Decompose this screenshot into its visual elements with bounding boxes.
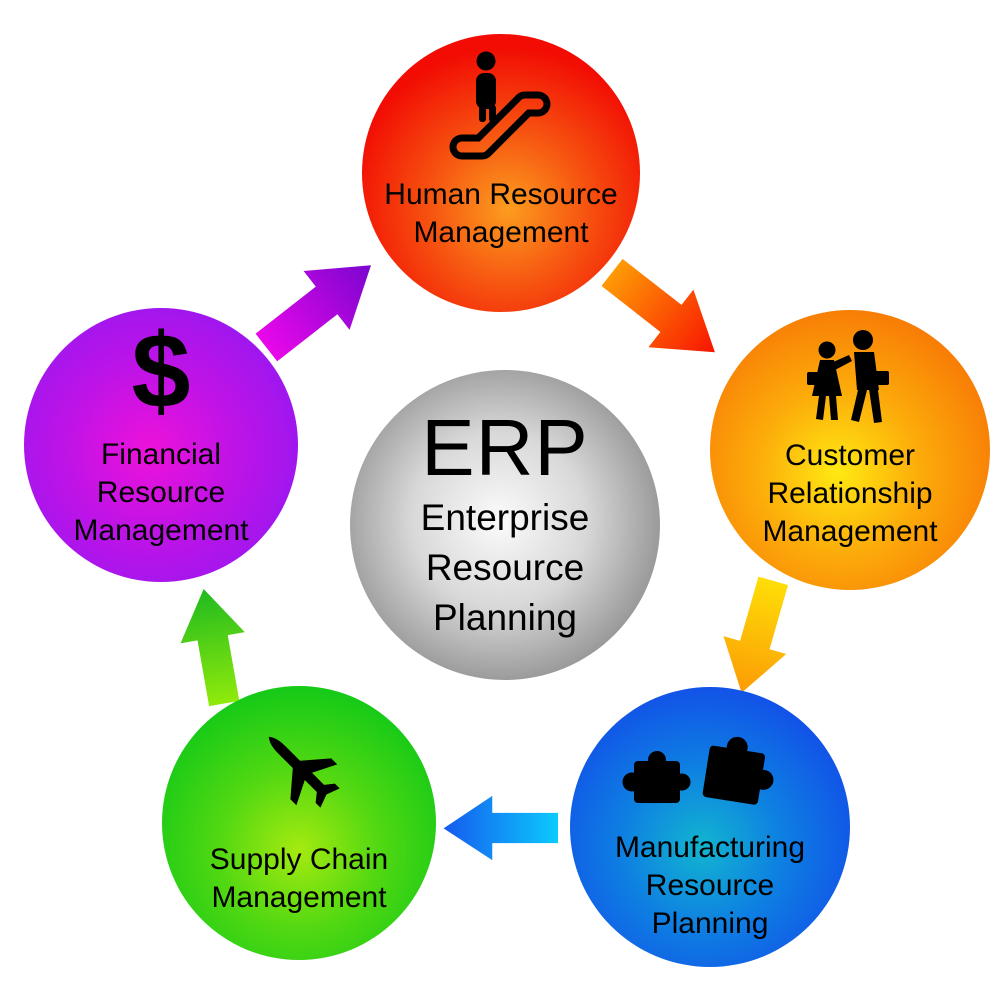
label-line: Resource (96, 476, 226, 509)
walking-customers-icon (807, 330, 889, 423)
center-line: Resource (425, 547, 585, 588)
center-line: Enterprise (420, 497, 590, 538)
label-line: Management (413, 216, 589, 249)
arrow-hrm-to-crm (601, 258, 715, 353)
label-line: Resource (645, 869, 775, 902)
node-label-frm: Financial Resource Management (24, 436, 298, 550)
arrow-scm-to-frm (180, 589, 245, 707)
arrow-mrp-to-scm (443, 795, 558, 861)
arrow-shape (255, 265, 371, 362)
circle-frm (24, 308, 298, 582)
label-line: Management (211, 881, 387, 914)
node-label-crm: Customer Relationship Management (710, 437, 990, 551)
node-label-mrp: Manufacturing Resource Planning (570, 829, 850, 943)
node-label-hrm: Human Resource Management (362, 176, 640, 252)
puzzle-pieces-icon (622, 736, 774, 805)
label-line: Manufacturing (614, 831, 806, 864)
node-circle-scm (162, 686, 436, 960)
label-line: Customer (784, 439, 916, 472)
node-circle-mrp (570, 687, 850, 967)
label-line: Relationship (767, 477, 933, 510)
circle-scm (162, 686, 436, 960)
circle-crm (710, 310, 990, 590)
circle-erp (350, 370, 660, 680)
node-label-scm: Supply Chain Management (162, 841, 436, 917)
circle-mrp (570, 687, 850, 967)
node-circle-frm (24, 308, 298, 582)
escalator-person-icon (449, 51, 551, 160)
label-line: Management (762, 515, 938, 548)
arrow-shape (180, 589, 245, 707)
label-line: Management (73, 514, 249, 547)
label-line: Human Resource (384, 178, 618, 211)
center-node-text: ERP Enterprise Resource Planning (350, 403, 660, 643)
dollar-sign-icon: $ (131, 312, 191, 430)
arrow-frm-to-hrm (255, 265, 371, 362)
node-circle-hrm (362, 34, 640, 312)
arrow-shape (601, 258, 715, 353)
label-line: Financial (100, 438, 222, 471)
node-circle-crm (710, 310, 990, 590)
arrow-shape (723, 576, 789, 693)
circle-hrm (362, 34, 640, 312)
erp-acronym: ERP (421, 403, 589, 492)
arrow-crm-to-mrp (723, 576, 789, 693)
label-line: Planning (651, 907, 769, 940)
node-circle-erp (350, 370, 660, 680)
center-line: Planning (432, 597, 577, 638)
airplane-icon (268, 736, 340, 808)
arrow-shape (443, 795, 558, 861)
label-line: Supply Chain (209, 843, 389, 876)
